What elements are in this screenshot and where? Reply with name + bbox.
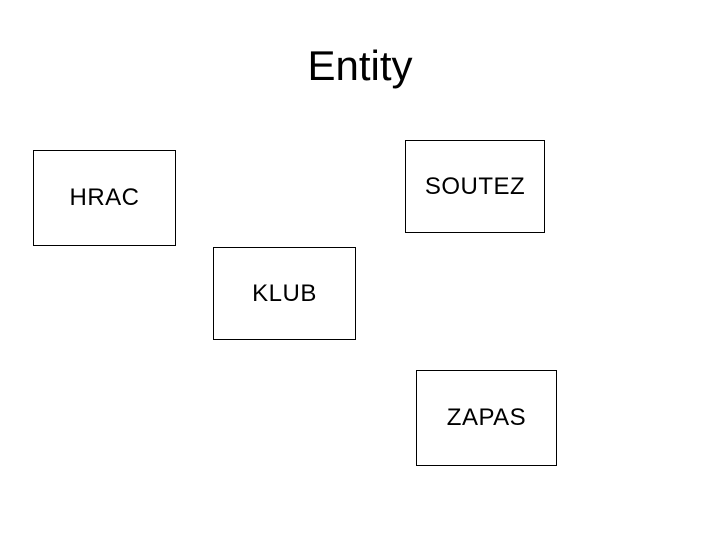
slide-title: Entity — [307, 42, 413, 89]
entity-label-klub: KLUB — [252, 279, 317, 307]
entity-box-soutez: SOUTEZ — [405, 140, 545, 233]
entity-label-soutez: SOUTEZ — [424, 172, 526, 200]
entity-label-zapas: ZAPAS — [446, 404, 527, 431]
entity-box-zapas: ZAPAS — [416, 370, 557, 466]
entity-label-hrac: HRAC — [69, 184, 140, 211]
entity-box-klub: KLUB — [213, 247, 356, 340]
entity-box-hrac: HRAC — [33, 150, 176, 246]
